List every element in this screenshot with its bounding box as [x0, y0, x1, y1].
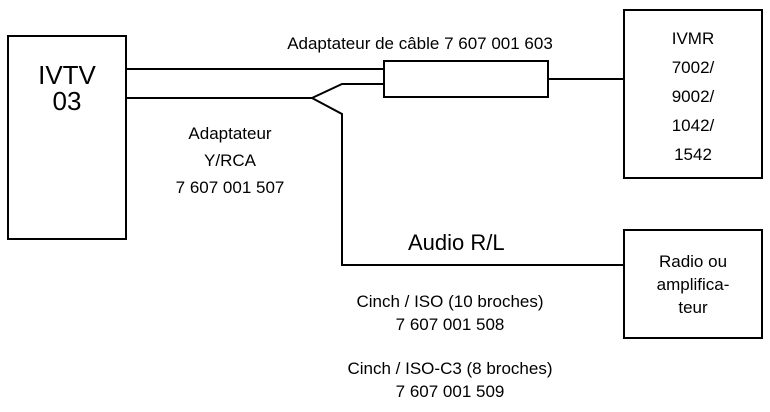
radio-label: Radio ou amplifica- teur [624, 250, 762, 319]
ivmr-line-4: 1042/ [671, 116, 715, 135]
ivmr-box [623, 9, 763, 179]
ivmr-line-5: 1542 [674, 145, 712, 164]
cinch-iso-c3-label: Cinch / ISO-C3 (8 broches) 7 607 001 509 [320, 357, 580, 403]
yrca-line-1: Adaptateur [188, 124, 272, 143]
cable-adapter [383, 60, 549, 98]
ivtv-line-1: IVTV [38, 60, 96, 90]
radio-box [623, 229, 763, 339]
audio-cable [311, 97, 624, 266]
ivtv-label: IVTV 03 [8, 62, 126, 114]
ivmr-line-3: 9002/ [671, 87, 715, 106]
radio-line-2: amplifica- [656, 275, 730, 294]
cinch-iso-line-2: 7 607 001 508 [395, 315, 505, 334]
cinch-iso-c3-line-1: Cinch / ISO-C3 (8 broches) [347, 359, 553, 378]
yrca-line-2: Y/RCA [204, 151, 256, 170]
cinch-iso-label: Cinch / ISO (10 broches) 7 607 001 508 [330, 290, 570, 336]
radio-line-1: Radio ou [658, 252, 728, 271]
audio-label: Audio R/L [408, 230, 505, 255]
yrca-adapter-label: Adaptateur Y/RCA 7 607 001 507 [140, 120, 320, 201]
y-splitter [311, 83, 384, 99]
cinch-iso-c3-line-2: 7 607 001 509 [395, 382, 505, 401]
ivmr-line-1: IVMR [671, 29, 715, 48]
ivmr-line-2: 7002/ [671, 58, 715, 77]
cinch-iso-line-1: Cinch / ISO (10 broches) [356, 292, 544, 311]
yrca-line-3: 7 607 001 507 [175, 178, 285, 197]
ivmr-label: IVMR 7002/ 9002/ 1042/ 1542 [624, 24, 762, 169]
cable-adapter-label: Adaptateur de câble 7 607 001 603 [287, 34, 553, 53]
ivtv-box [7, 35, 127, 240]
radio-line-3: teur [678, 298, 708, 317]
ivtv-line-2: 03 [52, 86, 82, 116]
